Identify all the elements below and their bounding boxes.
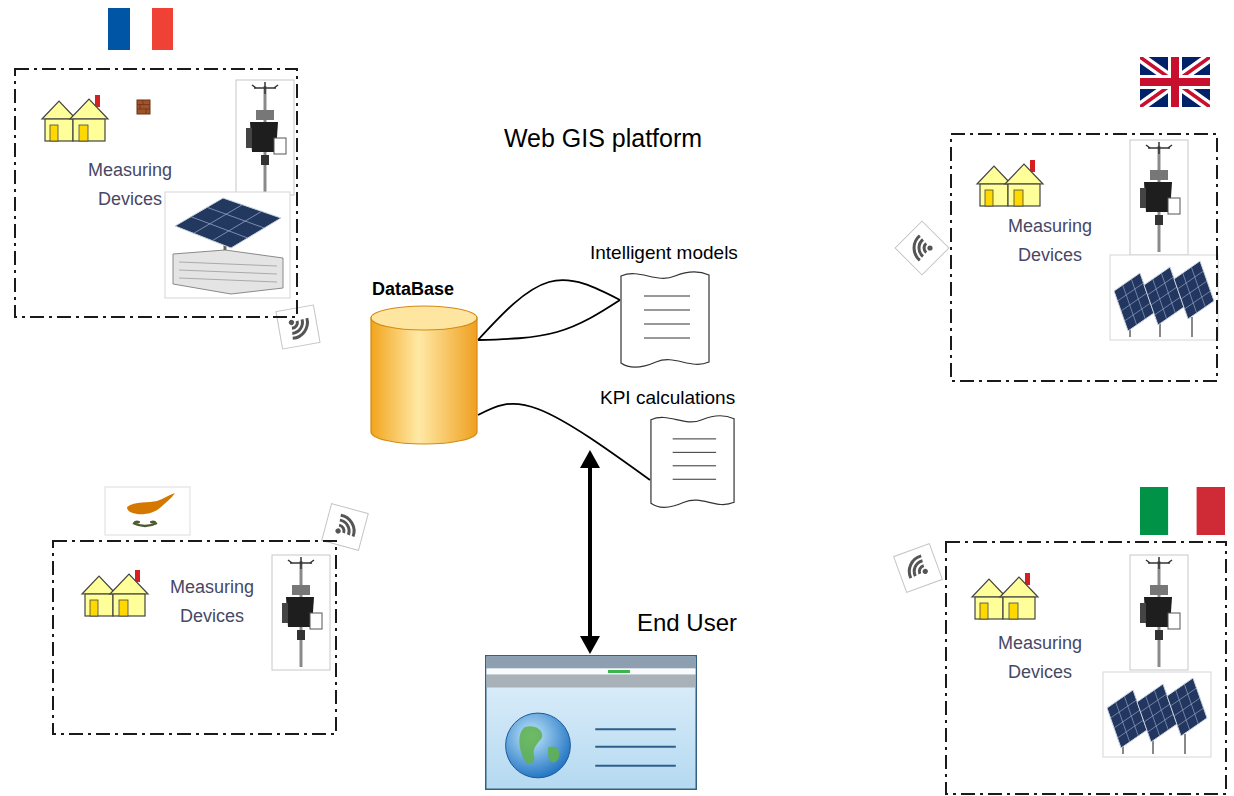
title-bar — [487, 657, 696, 669]
browser-outline — [485, 655, 697, 790]
wireless-icon — [882, 532, 953, 603]
db-outline — [370, 305, 478, 445]
uk-flag — [1140, 57, 1210, 107]
weather-station — [1130, 555, 1188, 670]
double-arrow — [580, 450, 600, 654]
houses-icon — [42, 95, 108, 141]
doc-outline — [620, 268, 710, 370]
globe-land — [519, 726, 559, 764]
region-outline — [950, 133, 1218, 382]
cylinder-body — [371, 318, 477, 444]
houses-icon — [82, 570, 148, 616]
site-label: Measuring Devices — [990, 212, 1110, 270]
document-outline — [621, 272, 709, 367]
address-bar — [487, 669, 696, 675]
weather-station — [236, 80, 294, 195]
site-label: Measuring Devices — [980, 629, 1100, 687]
content-lines — [595, 729, 676, 765]
connector-curve — [478, 404, 650, 480]
france-flag — [108, 8, 173, 50]
node-heading: End User — [637, 611, 737, 635]
weather-station — [1130, 140, 1188, 255]
site-region: Measuring Devices — [945, 541, 1227, 795]
houses-icon — [972, 573, 1038, 619]
document-lines — [644, 296, 690, 338]
dash-dot-border — [15, 69, 297, 317]
site-region: Measuring Devices — [14, 68, 298, 318]
connector-curve — [478, 280, 620, 340]
wireless-icon — [308, 490, 381, 563]
brick-icon — [137, 100, 150, 114]
site-region: Measuring Devices — [950, 133, 1218, 382]
solar-panels — [1103, 672, 1211, 757]
dash-dot-border — [53, 541, 336, 734]
cylinder-top — [371, 306, 477, 330]
houses-icon — [977, 160, 1043, 206]
weather-station — [272, 555, 330, 670]
region-outline — [52, 540, 337, 735]
node-heading: KPI calculations — [600, 386, 735, 410]
wireless-icon — [895, 221, 949, 275]
window-frame — [486, 656, 697, 790]
dash-dot-border — [951, 134, 1217, 381]
solar-tracker — [165, 192, 290, 298]
wireless-icon — [261, 290, 336, 365]
document-outline — [651, 416, 734, 508]
diagram-title: Web GIS platform — [400, 124, 806, 153]
italy-flag — [1140, 487, 1225, 535]
document-lines — [673, 439, 716, 479]
globe — [506, 713, 571, 778]
node-heading: DataBase — [372, 277, 454, 301]
progress-mark — [608, 670, 630, 673]
doc-outline — [650, 412, 735, 510]
region-outline — [945, 541, 1227, 795]
site-region: Measuring Devices — [52, 540, 337, 735]
cyprus-flag — [105, 487, 190, 535]
document-shape: Intelligent models — [620, 268, 710, 370]
database-cylinder: DataBase — [370, 305, 478, 445]
solar-panels — [1110, 255, 1218, 340]
browser-window: End User — [485, 655, 697, 790]
document-shape: KPI calculations — [650, 412, 735, 510]
dash-dot-border — [946, 542, 1226, 794]
tool-bar — [487, 675, 696, 688]
site-label: Measuring Devices — [70, 156, 190, 214]
node-heading: Intelligent models — [590, 241, 738, 265]
site-label: Measuring Devices — [152, 573, 272, 631]
